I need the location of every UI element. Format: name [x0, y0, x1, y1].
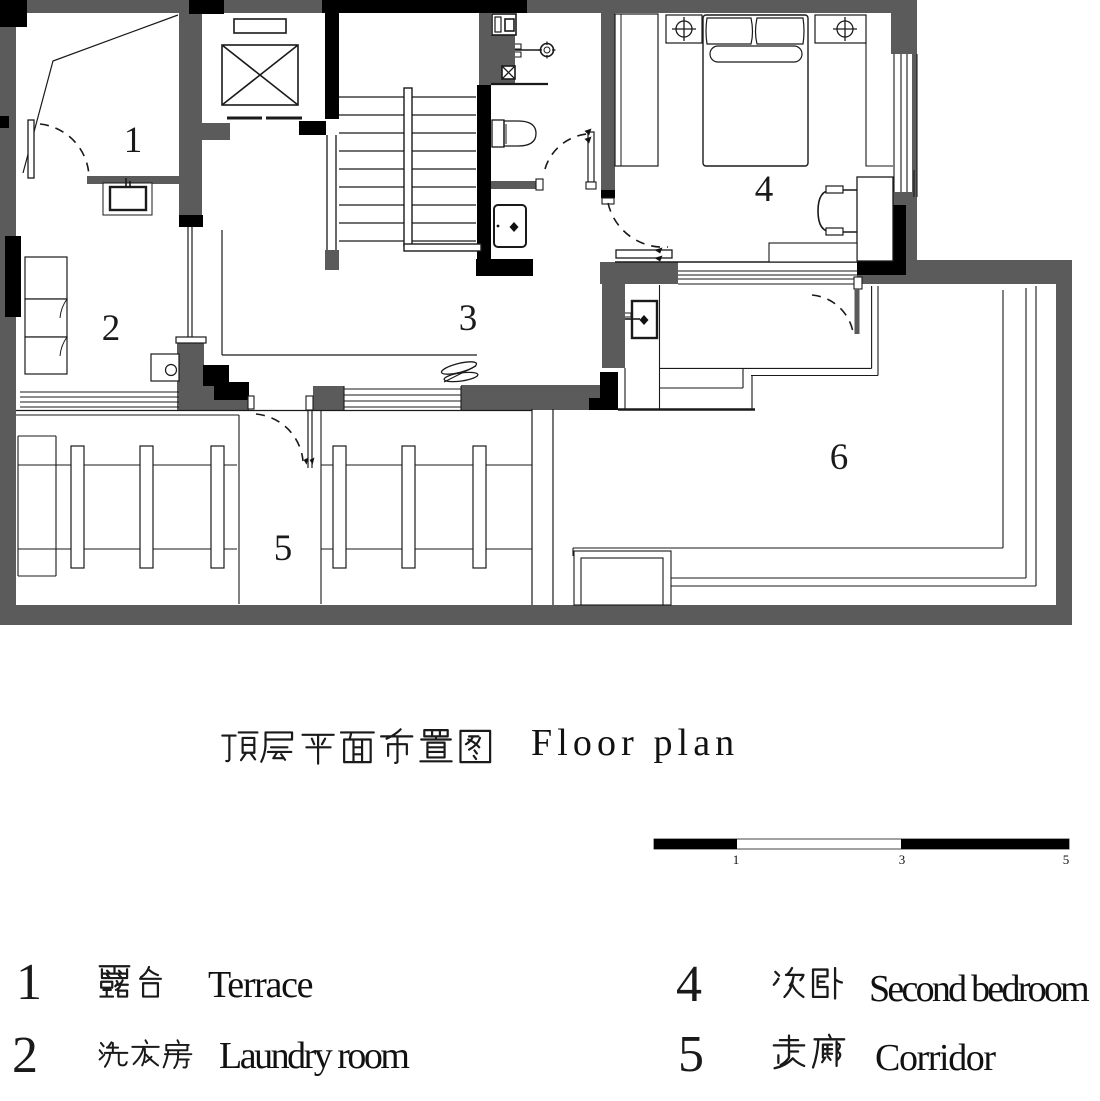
svg-text:4: 4: [755, 169, 774, 210]
svg-text:2: 2: [102, 308, 121, 349]
svg-text:Terrace: Terrace: [208, 964, 313, 1006]
svg-text:3: 3: [459, 298, 478, 339]
svg-text:5: 5: [678, 1026, 704, 1083]
svg-text:5: 5: [274, 528, 293, 569]
svg-text:Second bedroom: Second bedroom: [869, 968, 1089, 1010]
svg-text:1: 1: [124, 120, 143, 161]
svg-text:Floor plan: Floor plan: [531, 722, 739, 764]
svg-text:1: 1: [16, 954, 42, 1011]
svg-text:6: 6: [830, 437, 849, 478]
svg-text:Laundry room: Laundry room: [219, 1035, 409, 1077]
svg-text:2: 2: [12, 1027, 38, 1084]
svg-text:5: 5: [1063, 852, 1070, 867]
svg-text:Corridor: Corridor: [875, 1037, 996, 1079]
svg-text:1: 1: [733, 852, 740, 867]
svg-text:3: 3: [899, 852, 906, 867]
svg-text:4: 4: [676, 956, 702, 1013]
